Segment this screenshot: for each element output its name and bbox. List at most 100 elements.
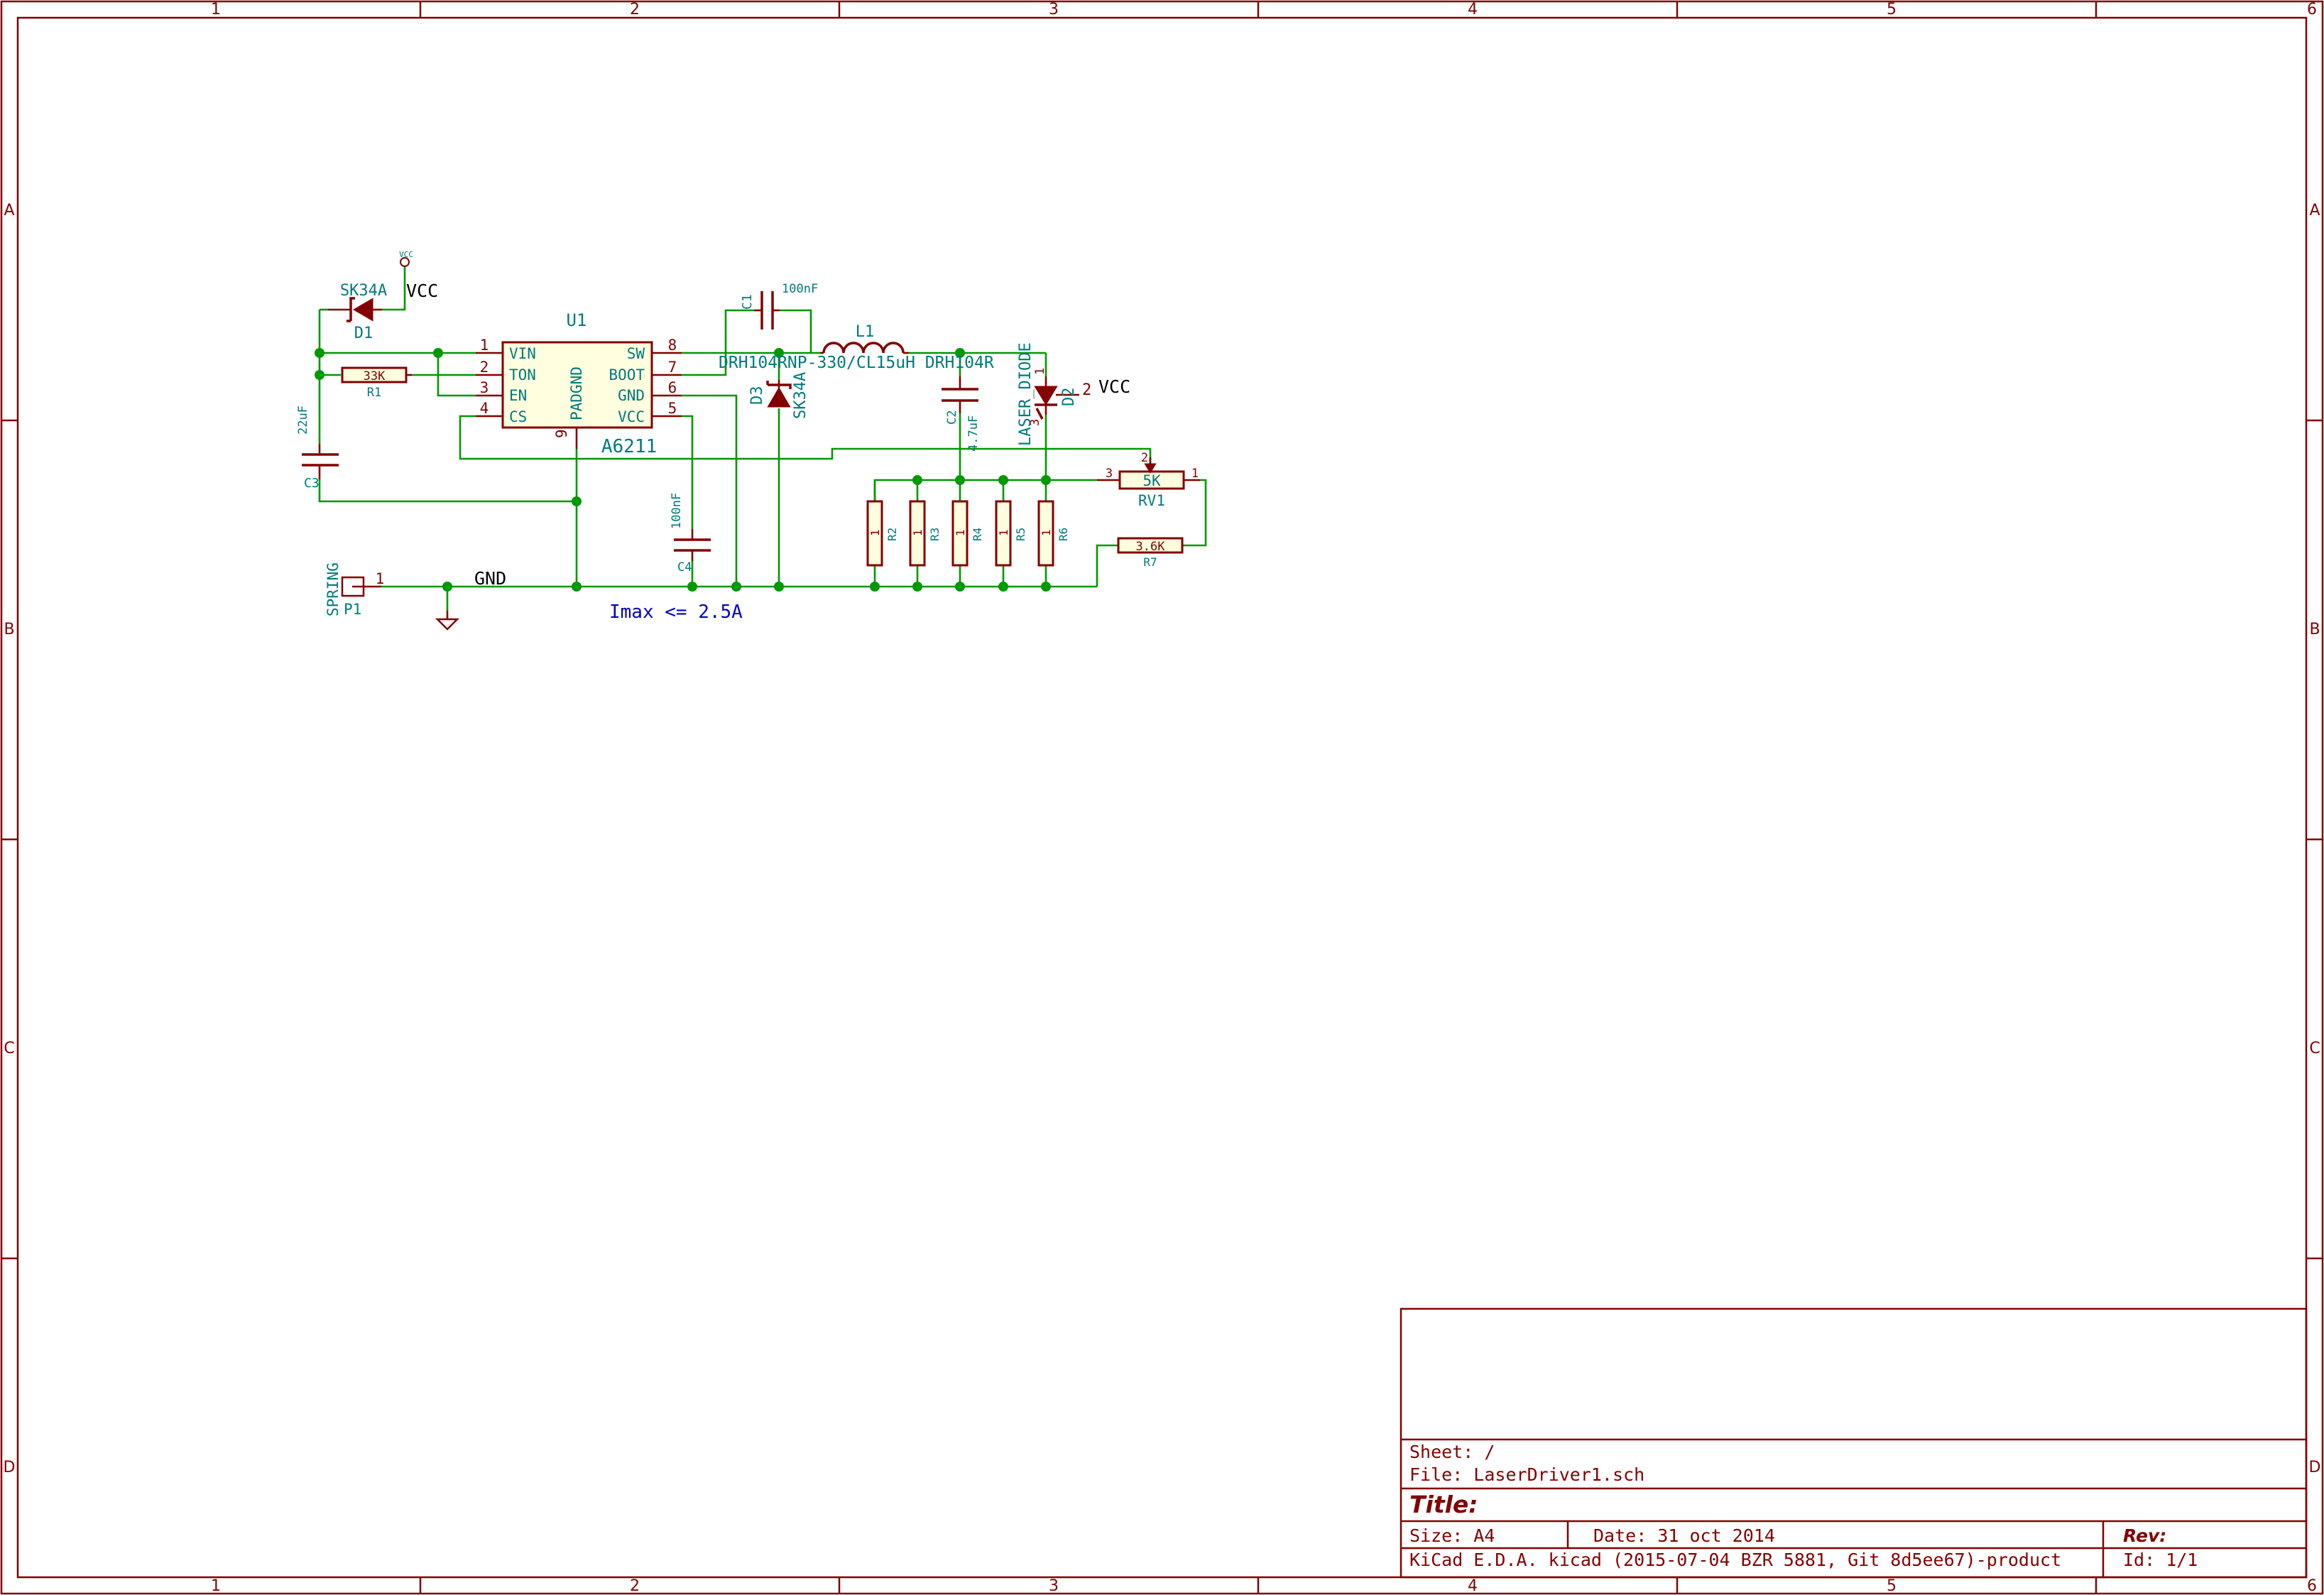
r2-reference: R2 xyxy=(885,528,899,541)
r5-value: 1 xyxy=(997,529,1010,536)
title-block-size: Size: A4 xyxy=(1409,1525,1495,1546)
u1-reference: U1 xyxy=(567,310,587,330)
r2-resistor[interactable] xyxy=(866,500,883,567)
title-block-tool: KiCad E.D.A. kicad (2015-07-04 BZR 5881,… xyxy=(1409,1550,2061,1570)
u1-pin-2-number: 2 xyxy=(480,359,489,376)
u1-pin-4-number: 4 xyxy=(480,400,489,417)
c2-reference: C2 xyxy=(945,410,959,425)
u1-pin-8-name: SW xyxy=(627,345,645,362)
r6-value: 1 xyxy=(1040,529,1053,536)
u1-pin-8-number: 8 xyxy=(668,337,677,354)
d2-laser-diode-symbol[interactable] xyxy=(1034,376,1079,420)
r1-value: 33K xyxy=(364,369,386,383)
frame-row-c-right: C xyxy=(2309,1040,2320,1057)
frame-row-d-right: D xyxy=(2309,1459,2321,1476)
u1-pin-5-number: 5 xyxy=(668,400,677,417)
frame-col-4-top: 4 xyxy=(1468,1,1478,18)
r4-resistor[interactable] xyxy=(951,500,969,567)
u1-chip[interactable] xyxy=(476,341,682,449)
rv1-pin-3: 3 xyxy=(1106,467,1113,481)
frame-column-labels: 1 2 3 4 5 6 1 2 3 4 5 6 xyxy=(211,1,2317,1595)
c2-capacitor[interactable] xyxy=(942,376,978,413)
r6-resistor[interactable] xyxy=(1037,500,1054,567)
r3-reference: R3 xyxy=(928,528,942,541)
d2-reference: D2 xyxy=(1060,388,1078,407)
d3-diode-symbol[interactable] xyxy=(766,380,792,408)
c1-value: 100nF xyxy=(782,282,818,296)
u1-pin-5-name: VCC xyxy=(618,408,645,425)
l1-reference: L1 xyxy=(856,323,875,341)
c3-capacitor[interactable] xyxy=(302,444,339,479)
r2-value: 1 xyxy=(868,529,882,536)
vcc-power-tiny-label: VCC xyxy=(399,250,413,259)
d1-value: SK34A xyxy=(340,282,387,300)
r1-reference: R1 xyxy=(367,386,381,400)
rv1-value: 5K xyxy=(1142,472,1161,489)
u1-pin-9-number: 9 xyxy=(553,429,570,438)
d2-pin-2: 2 xyxy=(1082,381,1091,399)
frame-col-1-top: 1 xyxy=(211,1,221,18)
title-block-file: File: LaserDriver1.sch xyxy=(1409,1464,1644,1485)
frame-col-5-top: 5 xyxy=(1887,1,1897,18)
r5-resistor[interactable] xyxy=(995,500,1012,567)
c1-capacitor[interactable] xyxy=(754,291,780,330)
title-block-sheet: Sheet: / xyxy=(1409,1442,1495,1462)
frame-col-2-bottom: 2 xyxy=(630,1577,640,1595)
title-block-date: Date: 31 oct 2014 xyxy=(1593,1525,1775,1546)
current-limit-note: Imax <= 2.5A xyxy=(609,601,743,623)
u1-pin-6-number: 6 xyxy=(668,379,677,396)
junctions xyxy=(315,348,1051,592)
u1-pin-6-name: GND xyxy=(618,387,645,404)
r4-reference: R4 xyxy=(971,528,984,541)
c3-reference: C3 xyxy=(304,476,320,491)
r3-resistor[interactable] xyxy=(909,500,926,567)
c3-value: 22uF xyxy=(296,405,310,435)
l1-value: DRH104RNP-330/CL15uH DRH104R xyxy=(719,354,994,372)
p1-connector[interactable] xyxy=(341,576,381,597)
title-block-text: Sheet: / File: LaserDriver1.sch Title: S… xyxy=(1409,1442,2198,1570)
r4-value: 1 xyxy=(954,529,967,536)
frame-row-labels: A B C D A B C D xyxy=(4,202,2321,1476)
frame-row-b-left: B xyxy=(4,621,14,638)
title-block-title: Title: xyxy=(1409,1491,1478,1518)
u1-pin-7-number: 7 xyxy=(668,359,677,376)
u1-pin-3-number: 3 xyxy=(480,379,489,396)
p1-reference: P1 xyxy=(344,601,361,618)
vcc-power-symbol xyxy=(400,257,410,267)
frame-col-6-bottom: 6 xyxy=(2307,1577,2317,1595)
net-label-gnd: GND xyxy=(474,568,506,589)
d1-diode-symbol[interactable] xyxy=(328,297,382,322)
r1-resistor[interactable] xyxy=(341,366,412,383)
r5-reference: R5 xyxy=(1014,528,1027,541)
title-block-id: Id: 1/1 xyxy=(2123,1550,2198,1570)
c1-reference: C1 xyxy=(740,294,755,310)
frame-col-3-top: 3 xyxy=(1049,1,1059,18)
r6-reference: R6 xyxy=(1057,528,1070,541)
wires xyxy=(318,266,1207,611)
rv1-potentiometer[interactable] xyxy=(1097,457,1200,490)
u1-pin-1-name: VIN xyxy=(509,345,536,362)
l1-inductor[interactable] xyxy=(820,342,909,354)
r7-reference: R7 xyxy=(1143,555,1157,569)
r3-value: 1 xyxy=(911,529,924,536)
u1-pin-2-name: TON xyxy=(509,366,536,383)
title-block-rev: Rev: xyxy=(2123,1525,2166,1546)
c4-capacitor[interactable] xyxy=(674,529,711,561)
p1-value: SPRING xyxy=(324,562,342,616)
r-bank-labels: 1 R2 1 R3 1 R4 1 R5 1 R6 xyxy=(868,528,1070,541)
u1-pin-1-number: 1 xyxy=(480,337,489,354)
rv1-pin-1: 1 xyxy=(1191,467,1199,481)
frame-col-1-bottom: 1 xyxy=(211,1577,221,1595)
frame-row-c-left: C xyxy=(4,1040,14,1057)
frame-row-a-right: A xyxy=(2309,202,2320,219)
frame-row-b-right: B xyxy=(2309,621,2320,638)
frame-col-6-top: 6 xyxy=(2307,1,2317,18)
u1-pin-4-name: CS xyxy=(509,408,527,425)
frame-row-d-left: D xyxy=(4,1459,16,1476)
r7-resistor[interactable] xyxy=(1117,537,1184,554)
u1-pin-9-name: PADGND xyxy=(568,366,585,420)
frame-col-5-bottom: 5 xyxy=(1887,1577,1897,1595)
d2-pin-1: 1 xyxy=(1033,368,1047,375)
